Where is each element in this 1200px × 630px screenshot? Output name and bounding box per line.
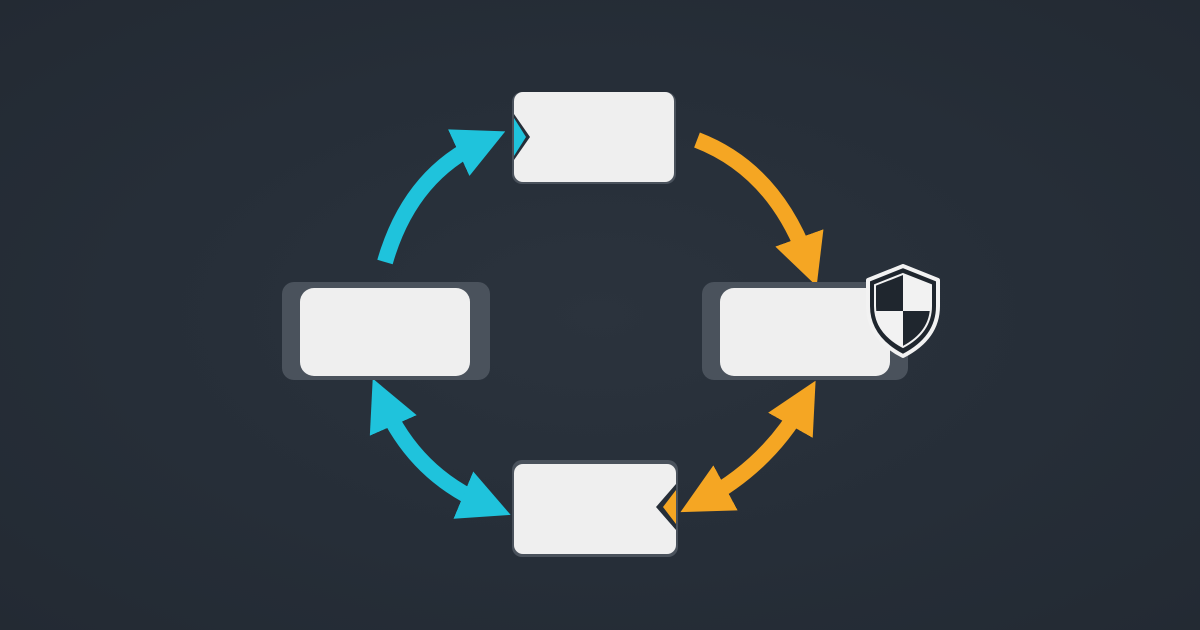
shield-icon [866,264,940,358]
edge-right-bottom [680,380,816,513]
node-right [702,282,908,380]
node-top [512,92,676,184]
edge-bottom-left [369,378,511,519]
edge-left-to-top [377,129,506,265]
node-bottom [512,460,678,557]
node-left [282,282,490,380]
edge-top-to-right [694,132,824,287]
node-bottom-notch-accent [663,490,676,524]
node-top-notch-accent [514,118,526,156]
